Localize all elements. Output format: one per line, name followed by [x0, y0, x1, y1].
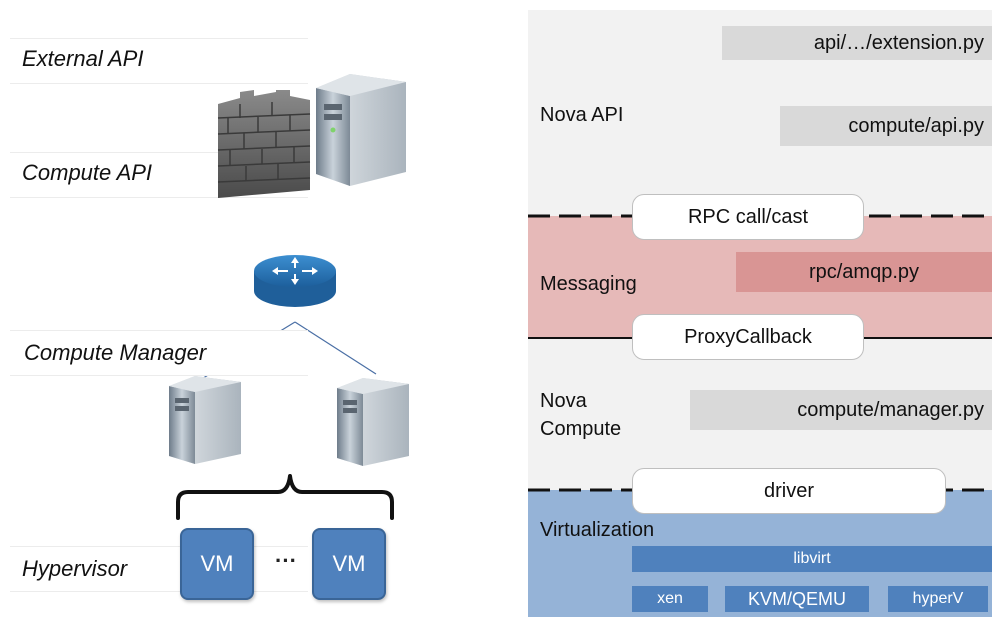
driver-pill: driver — [632, 468, 946, 514]
proxy-callback-pill: ProxyCallback — [632, 314, 864, 360]
router-icon — [254, 255, 336, 307]
external-api-band — [10, 38, 308, 84]
nova-compute-label-line2: Compute — [540, 418, 622, 440]
server-tower-icon — [169, 376, 241, 464]
vm-ellipsis: ··· — [275, 548, 297, 573]
vm-box-2: VM — [312, 528, 386, 600]
router-connections — [199, 321, 377, 381]
compute-manager-band — [10, 330, 308, 376]
rpc-call-pill: RPC call/cast — [632, 194, 864, 240]
messaging-label: Messaging — [540, 273, 637, 295]
firewall-icon — [217, 90, 311, 198]
server-tower-icon — [316, 74, 406, 186]
hypervisor-band — [10, 546, 308, 592]
vm-box-1: VM — [180, 528, 254, 600]
grouping-brace — [176, 474, 394, 520]
external-api-label: External API — [22, 46, 144, 71]
hyperv-box: hyperV — [888, 586, 988, 612]
nova-compute-label-line1: Nova — [540, 390, 587, 412]
virtualization-label: Virtualization — [540, 519, 655, 541]
compute-manager-label: Compute Manager — [24, 340, 207, 365]
compute-api-label: Compute API — [22, 160, 153, 185]
nova-api-label: Nova API — [540, 104, 624, 126]
server-tower-icon — [337, 378, 409, 466]
hypervisor-label: Hypervisor — [22, 556, 128, 581]
extension-file-box: api/…/extension.py — [722, 26, 992, 60]
libvirt-box: libvirt — [632, 546, 992, 572]
amqp-file-box: rpc/amqp.py — [736, 252, 992, 292]
compute-api-file-box: compute/api.py — [780, 106, 992, 146]
xen-box: xen — [632, 586, 708, 612]
compute-manager-file-box: compute/manager.py — [690, 390, 992, 430]
kvm-qemu-box: KVM/QEMU — [725, 586, 869, 612]
